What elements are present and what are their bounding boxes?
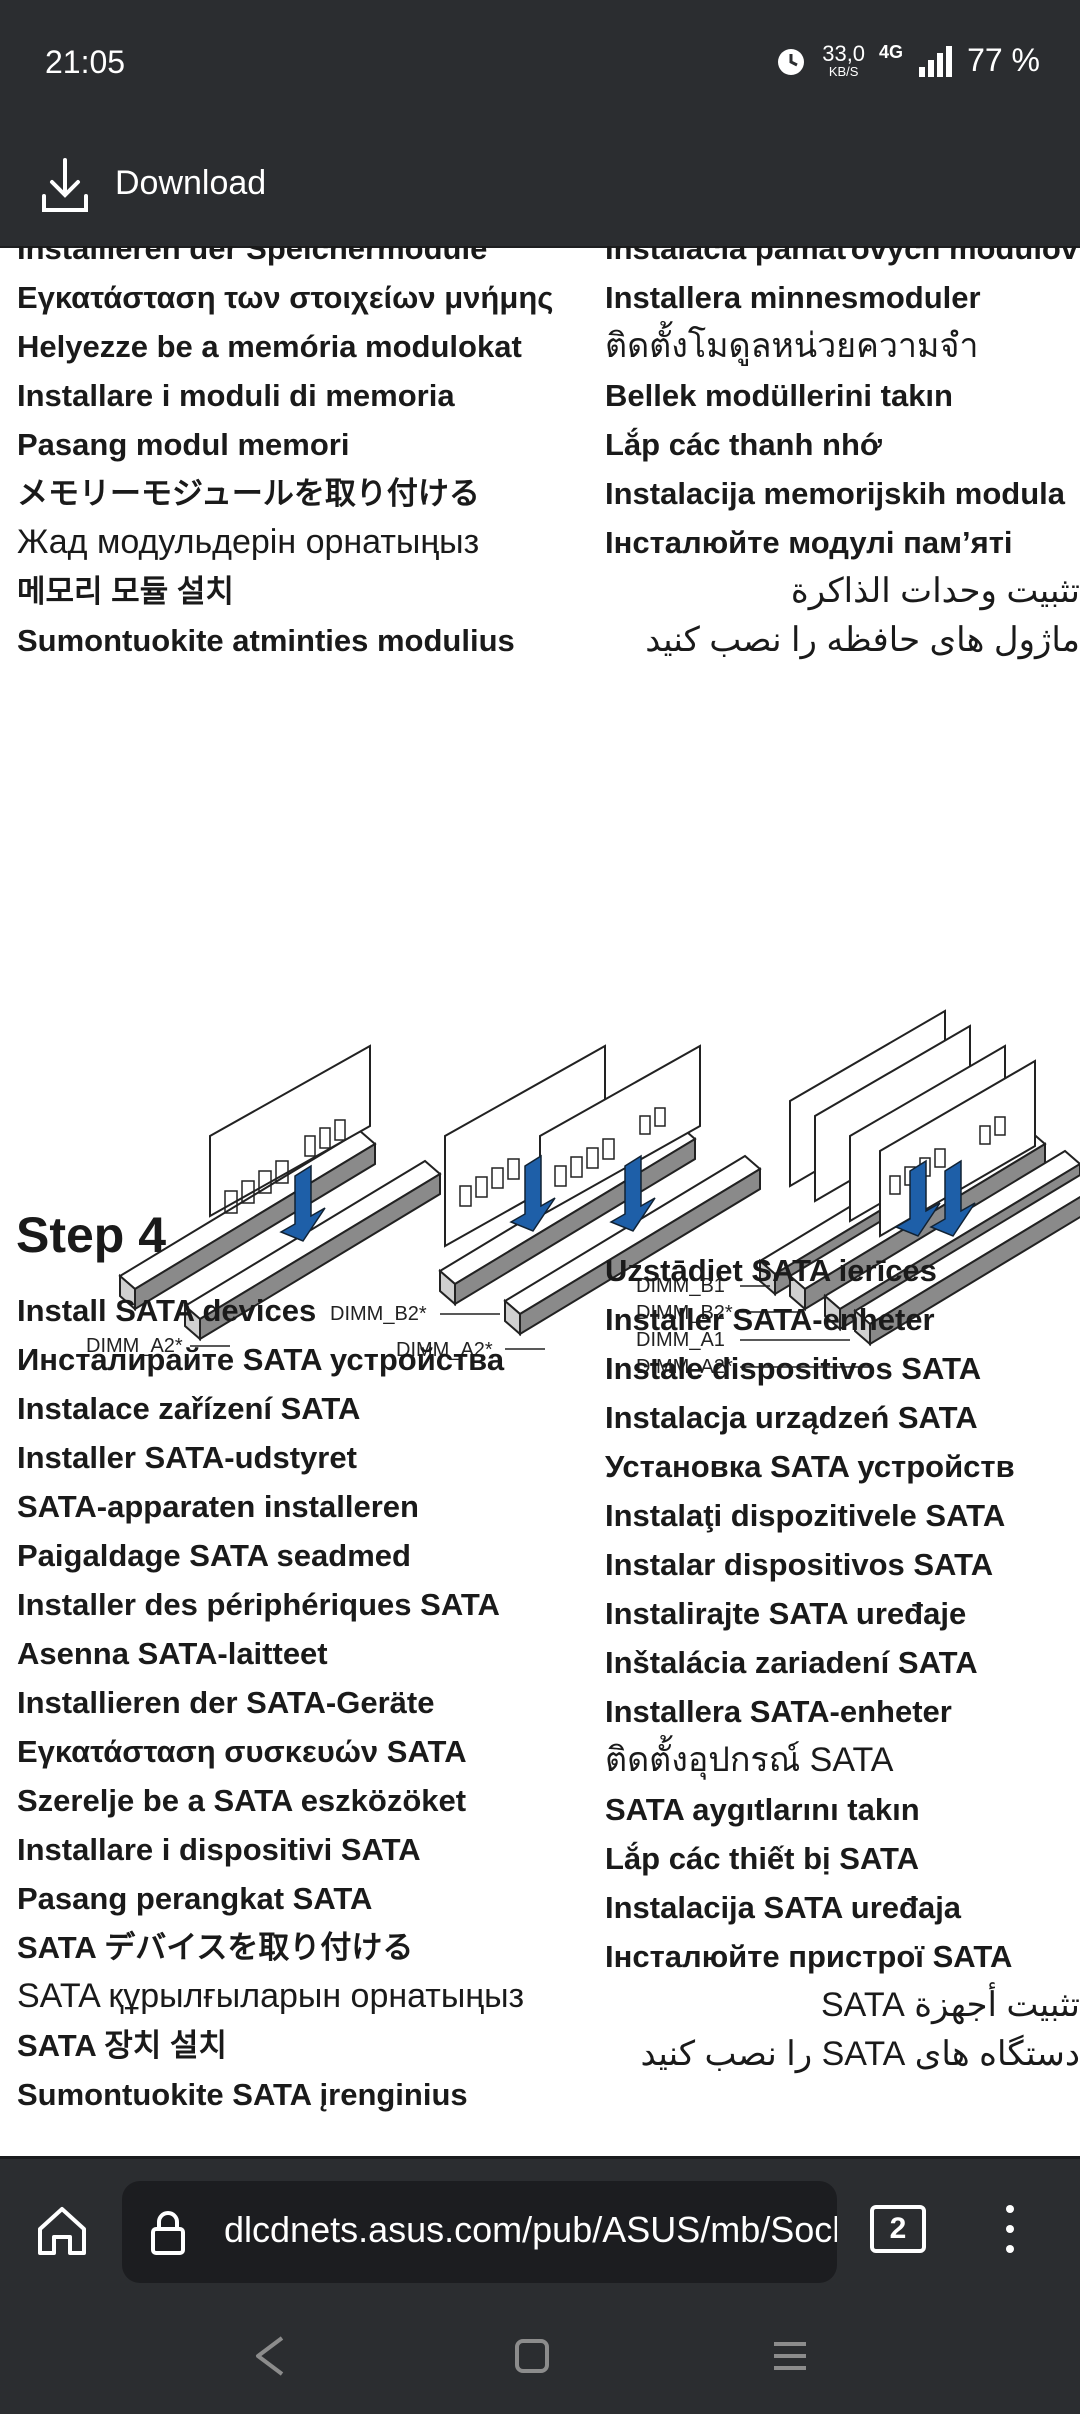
label-c-dimm-a1: DIMM_A1 <box>636 1329 725 1351</box>
download-bar[interactable]: Download <box>0 128 1080 248</box>
lang-line: SATA デバイスを取り付ける <box>17 1930 414 1965</box>
status-time: 21:05 <box>45 44 126 80</box>
lang-line: SATA-apparaten installeren <box>17 1489 419 1524</box>
lang-line: دستگاه های SATA را نصب کنید <box>640 2035 1080 2073</box>
lang-line: Жад модульдерін орнатыңыз <box>17 523 480 561</box>
sata-install-languages-right: Uzstādiet SATA ierīces Installer SATA-en… <box>605 1246 1080 2079</box>
back-icon[interactable] <box>250 2334 290 2378</box>
lang-line: Installer des périphériques SATA <box>17 1587 500 1622</box>
lang-line: Installieren der Speichermodule <box>17 246 488 266</box>
lang-line: Інсталюйте модулі пам’яті <box>605 525 1013 560</box>
lang-line: Instale dispositivos SATA <box>605 1351 982 1386</box>
lang-line: Инсталирайте SATA устройства <box>17 1342 505 1377</box>
lang-line: Instalirajte SATA uređaje <box>605 1596 967 1631</box>
lang-line: Εγκατάσταση συσκευών SATA <box>17 1734 467 1769</box>
lang-line: ماژول های حافظه را نصب کنید <box>645 621 1080 659</box>
lang-line: Helyezze be a memória modulokat <box>17 329 522 364</box>
sata-install-languages-left: Install SATA devices Инсталирайте SATA у… <box>17 1286 524 2119</box>
network-type: 4G <box>879 42 904 62</box>
label-c-dimm-a2: DIMM_A2* <box>636 1356 733 1378</box>
label-a-dimm-a2: DIMM_A2* <box>86 1335 183 1357</box>
lang-line: Asenna SATA-laitteet <box>17 1636 328 1671</box>
lang-line: Instalace zařízení SATA <box>17 1391 361 1426</box>
system-nav-bar <box>0 2302 1080 2414</box>
lang-line: メモリーモジュールを取り付ける <box>17 476 480 511</box>
diagram-group-single: DIMM_A2* <box>86 1044 441 1357</box>
memory-install-languages-right: Inštalácia pamäťových modulov Installera… <box>605 246 1080 665</box>
lang-line: SATA 장치 설치 <box>17 2028 227 2063</box>
lang-line: Installera minnesmoduler <box>605 280 981 315</box>
net-speed-value: 33,0 <box>822 41 866 66</box>
lang-line: Lắp các thanh nhớ <box>605 427 882 462</box>
label-c-dimm-b2: DIMM_B2* <box>636 1302 733 1324</box>
url-text: dlcdnets.asus.com/pub/ASUS/mb/SocketAM5/ <box>224 2209 837 2250</box>
diagram-group-dual: DIMM_B2* DIMM_A2* <box>330 1044 761 1361</box>
lang-line: 메모리 모듈 설치 <box>17 574 234 609</box>
lock-icon <box>151 2211 185 2255</box>
lang-line: Installare i moduli di memoria <box>17 378 455 413</box>
browser-toolbar: dlcdnets.asus.com/pub/ASUS/mb/SocketAM5/… <box>0 2156 1080 2305</box>
lang-line: Instalaţi dispozitivele SATA <box>605 1498 1006 1533</box>
status-bar: 21:05 33,0 KB/S 4G 77 % <box>0 0 1080 128</box>
signal-icon <box>919 45 953 77</box>
lang-line: Installer SATA-udstyret <box>17 1440 357 1475</box>
lang-line: Paigaldage SATA seadmed <box>17 1538 411 1573</box>
lang-line: Sumontuokite SATA įrenginius <box>17 2077 468 2112</box>
status-indicators: 33,0 KB/S 4G 77 % <box>774 42 1040 79</box>
lang-line: SATA құрылғыларын орнатыңыз <box>17 1977 525 2015</box>
more-vert-icon[interactable] <box>1000 2199 1020 2259</box>
lang-line: Inštalácia zariadení SATA <box>605 1645 978 1680</box>
lang-line: تثبيت أجهزة SATA <box>821 1986 1080 2024</box>
lang-line: Bellek modüllerini takın <box>605 378 953 413</box>
url-field[interactable]: dlcdnets.asus.com/pub/ASUS/mb/SocketAM5/ <box>122 2181 837 2283</box>
lang-line: Εγκατάσταση των στοιχείων μνήμης <box>17 280 554 315</box>
home-icon[interactable] <box>32 2201 92 2261</box>
lang-line: ติดตั้งโมดูลหน่วยความจำ <box>605 327 979 365</box>
lang-line: Instalacja urządzeń SATA <box>605 1400 978 1435</box>
download-icon <box>42 158 88 212</box>
lang-line: تثبيت وحدات الذاكرة <box>790 572 1080 610</box>
memory-install-languages-left: Installieren der Speichermodule Εγκατάστ… <box>17 246 553 665</box>
dimm-installation-diagram: DIMM_A2* DIMM_B2* DIMM_A2* <box>86 1009 1080 1378</box>
label-c-dimm-b1: DIMM_B1 <box>636 1275 725 1297</box>
lang-line: Установка SATA устройств <box>605 1449 1015 1484</box>
lang-line: Pasang perangkat SATA <box>17 1881 373 1916</box>
label-b-dimm-b2: DIMM_B2* <box>330 1303 427 1325</box>
lang-line: Installare i dispositivi SATA <box>17 1832 421 1867</box>
download-label: Download <box>115 164 267 202</box>
lang-line: Instalacija memorijskih modula <box>605 476 1065 511</box>
lang-line: Pasang modul memori <box>17 427 350 462</box>
lang-line: Sumontuokite atminties modulius <box>17 623 515 658</box>
recents-icon[interactable] <box>512 2334 552 2378</box>
lang-line: Install SATA devices <box>17 1293 317 1328</box>
menu-icon[interactable] <box>770 2334 810 2378</box>
lang-line: Installera SATA-enheter <box>605 1694 952 1729</box>
pdf-page[interactable]: Installieren der Speichermodule Εγκατάστ… <box>0 246 1080 2156</box>
tabs-icon[interactable]: 2 <box>870 2205 926 2253</box>
step-title: Step 4 <box>16 1207 167 1263</box>
lang-line: SATA aygıtlarını takın <box>605 1792 920 1827</box>
lang-line: Installieren der SATA-Geräte <box>17 1685 435 1720</box>
lang-line: Installer SATA-enheter <box>605 1302 935 1337</box>
lang-line: Inštalácia pamäťových modulov <box>605 246 1079 266</box>
battery-level: 77 % <box>967 42 1040 78</box>
alarm-icon <box>778 48 805 75</box>
diagram-group-quad: DIMM_B1 DIMM_B2* DIMM_A1 DIMM_A2* <box>636 1009 1080 1378</box>
lang-line: Uzstādiet SATA ierīces <box>605 1253 937 1288</box>
net-speed-unit: KB/S <box>828 64 859 79</box>
lang-line: Lắp các thiết bị SATA <box>605 1841 920 1876</box>
lang-line: ติดตั้งอุปกรณ์ SATA <box>605 1741 894 1779</box>
net-speed: 33,0 KB/S <box>822 41 866 79</box>
lang-line: Instalacija SATA uređaja <box>605 1890 962 1925</box>
lang-line: Szerelje be a SATA eszközöket <box>17 1783 467 1818</box>
label-b-dimm-a2: DIMM_A2* <box>396 1339 493 1361</box>
lang-line: Інсталюйте пристрої SATA <box>605 1939 1013 1974</box>
lang-line: Instalar dispositivos SATA <box>605 1547 994 1582</box>
